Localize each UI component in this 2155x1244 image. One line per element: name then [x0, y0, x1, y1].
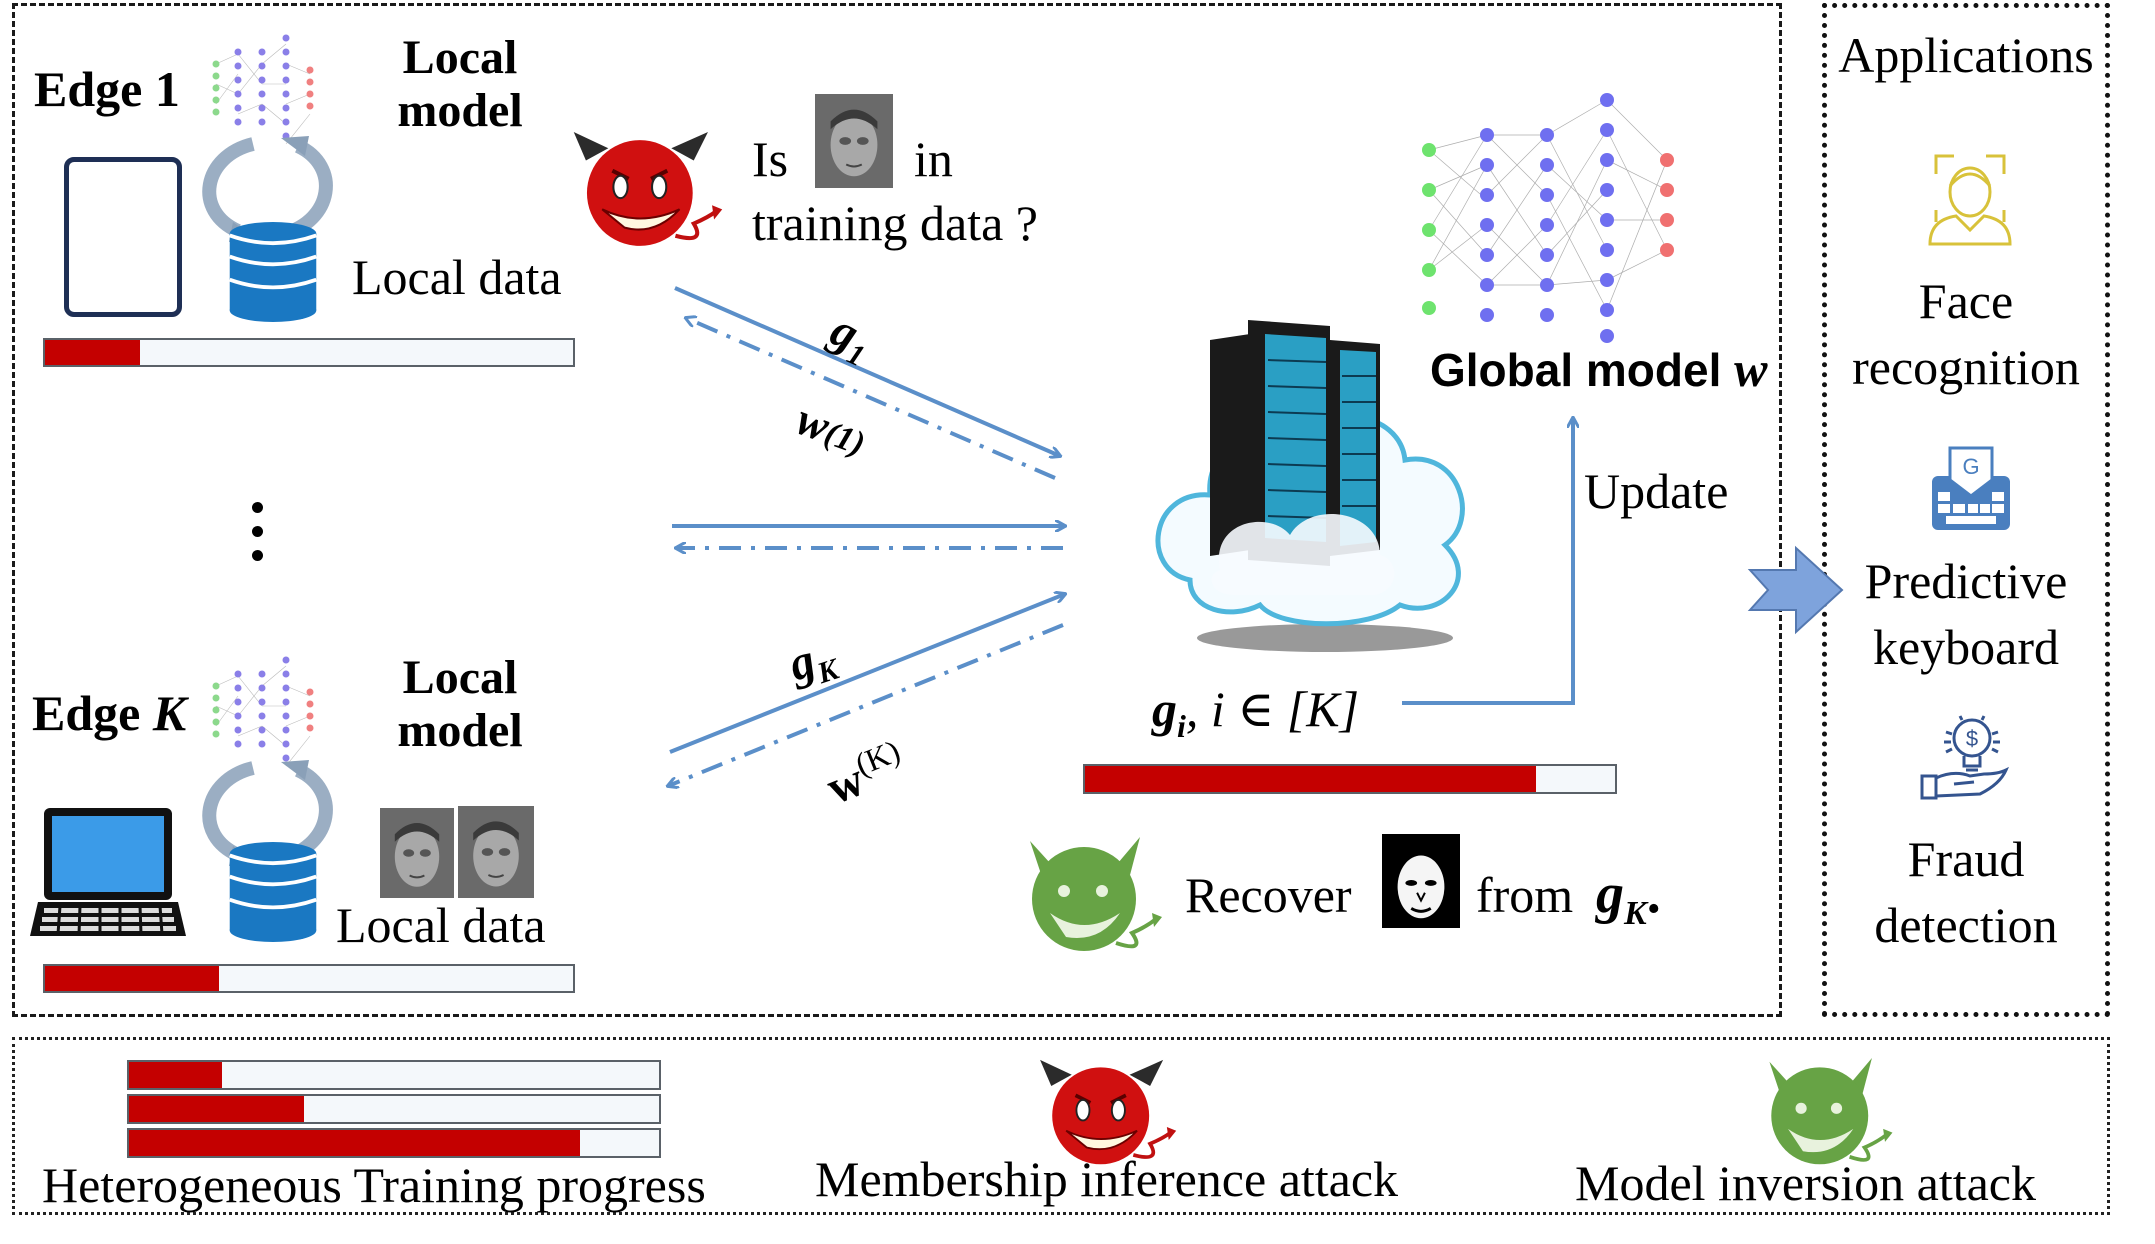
legend-progress-label: Heterogeneous Training progress: [42, 1157, 706, 1213]
edge-k-local-model-icon: [212, 656, 314, 767]
keyboard-icon: G: [1932, 446, 2010, 530]
membership-question-prefix: Is: [752, 131, 789, 187]
federated-system-frame: [12, 3, 1782, 1017]
server-progress-bar: [1083, 764, 1617, 794]
edge-1-progress-fill: [45, 340, 141, 365]
edge-1-local-data-label: Local data: [352, 249, 562, 305]
legend-progress-fill-1: [129, 1062, 222, 1088]
app-item-face-recognition: Face recognition: [1852, 273, 2080, 395]
fraud-detection-icon: $: [1920, 715, 2009, 800]
edge-k-index: K: [152, 685, 187, 741]
server-progress-fill: [1085, 766, 1536, 792]
applications-frame: [1822, 3, 2110, 1017]
legend-progress-fill-2: [129, 1096, 304, 1122]
edge-k-local-data-label: Local data: [336, 897, 546, 953]
edge-1-local-model-icon: [212, 34, 314, 145]
edge-k-progress-fill: [45, 966, 220, 991]
edge-k-local-model-label: Local model: [397, 651, 523, 757]
aggregated-gradients-label: gi, i ∈ [K]: [1152, 681, 1360, 744]
edge-1-local-model-label: Local model: [397, 31, 523, 137]
edge-k-title: Edge K: [32, 685, 187, 741]
inversion-suffix: from: [1476, 867, 1574, 923]
local-face-photo-2: [457, 805, 535, 899]
legend-progress-sample-1: [127, 1060, 661, 1090]
cloud-server-icon: [1155, 320, 1465, 652]
legend-progress-sample-2: [127, 1094, 661, 1124]
inversion-target-gradient: gK.: [1596, 863, 1661, 933]
face-recognition-icon: [1928, 154, 2012, 246]
edge-1-index: 1: [154, 61, 180, 117]
membership-question-suffix: in: [914, 131, 953, 187]
model-inversion-attacker-devil-icon: [1028, 835, 1164, 953]
legend-inversion-label: Model inversion attack: [1575, 1155, 2036, 1211]
smartphone-icon: [64, 157, 182, 317]
svg-text:G: G: [1962, 454, 1979, 479]
global-model-label: Global model w: [1430, 341, 1768, 397]
edge-1-database-icon: [227, 220, 319, 324]
target-face-photo: [814, 93, 894, 189]
svg-text:$: $: [1966, 726, 1978, 751]
local-face-photo-1: [379, 807, 455, 899]
app-item-predictive-keyboard: Predictive keyboard: [1864, 553, 2068, 675]
membership-attacker-devil-icon: [570, 130, 730, 250]
reconstructed-face-photo: [1382, 834, 1460, 928]
more-edges-ellipsis: [252, 502, 266, 561]
membership-question-line2: training data ?: [752, 195, 1038, 251]
legend-progress-fill-3: [129, 1130, 580, 1156]
edge-k-progress-bar: [43, 964, 575, 993]
edge-k-database-icon: [227, 840, 319, 944]
update-label: Update: [1584, 463, 1729, 519]
app-item-fraud-detection: Fraud detection: [1874, 831, 2058, 953]
applications-title: Applications: [1838, 27, 2094, 83]
legend-membership-label: Membership inference attack: [815, 1151, 1399, 1207]
global-model-network-icon: [1422, 93, 1674, 343]
laptop-icon: [30, 808, 186, 936]
legend-progress-sample-3: [127, 1128, 661, 1158]
legend-inversion-devil-icon: [1767, 1056, 1895, 1167]
edge-1-progress-bar: [43, 338, 575, 367]
inversion-prefix: Recover: [1185, 867, 1352, 923]
edge-1-title: Edge 1: [34, 61, 180, 117]
legend-frame: [12, 1037, 2110, 1215]
